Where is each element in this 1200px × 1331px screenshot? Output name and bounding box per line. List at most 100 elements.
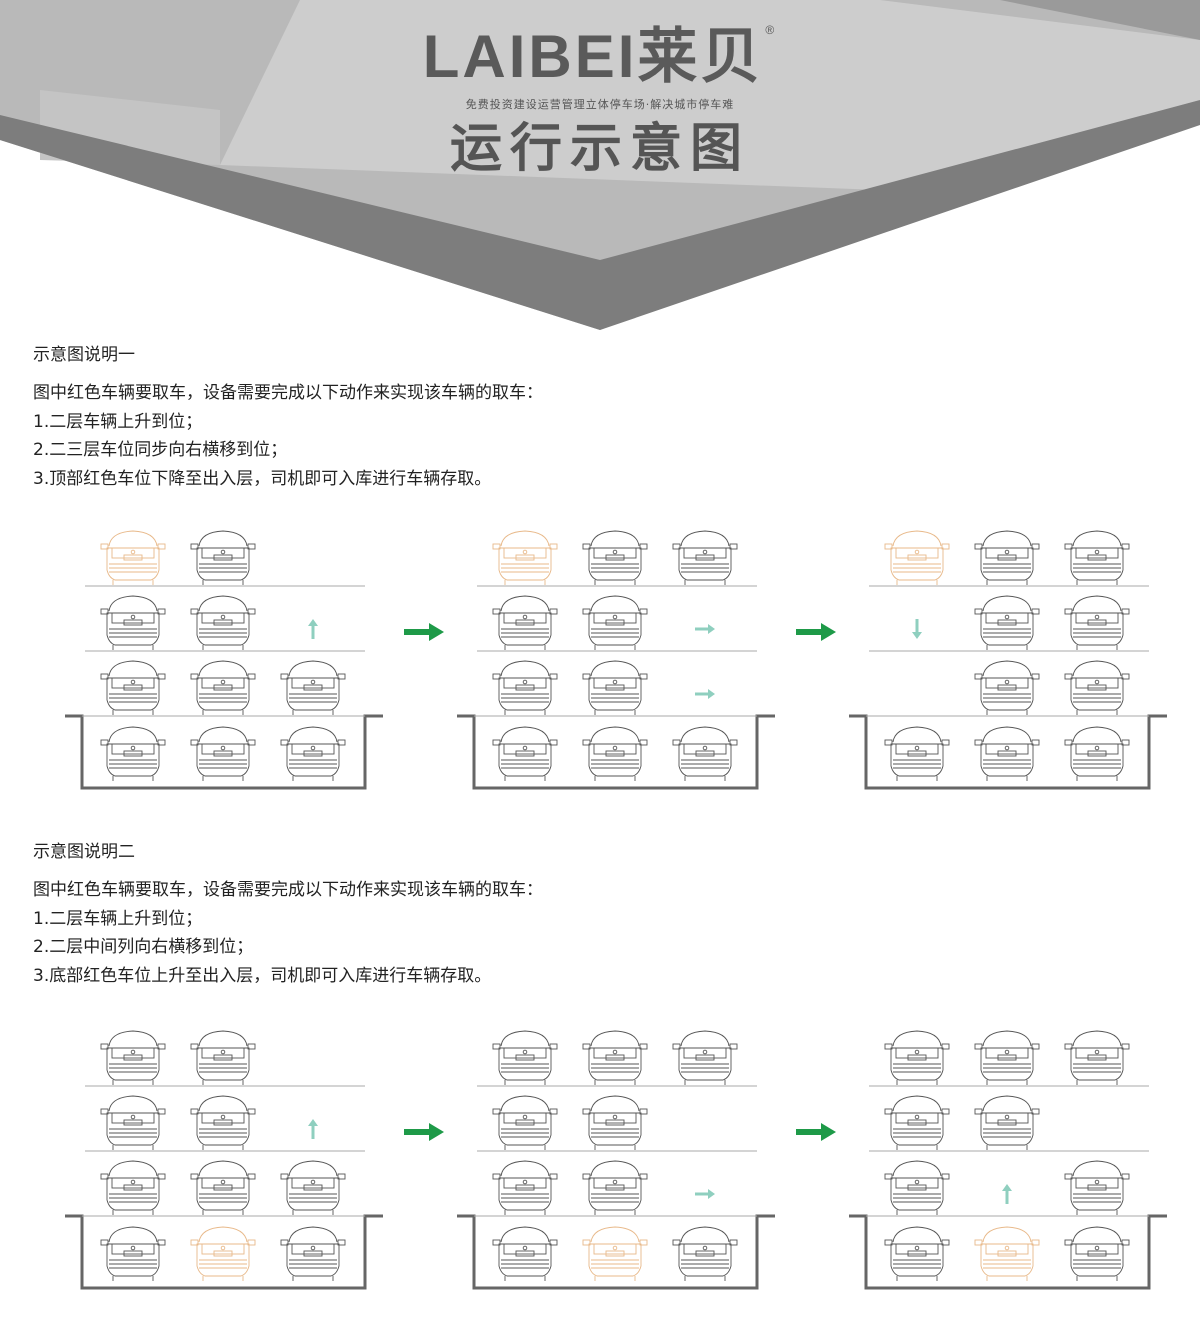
car [672, 530, 738, 585]
description-line: 图中红色车辆要取车，设备需要完成以下动作来实现该车辆的取车： [33, 383, 543, 403]
car [884, 1095, 950, 1150]
car [582, 1095, 648, 1150]
car [100, 595, 166, 650]
parking-diagram-1 [65, 530, 383, 790]
car [1064, 530, 1130, 585]
car [280, 1160, 346, 1215]
car [190, 1160, 256, 1215]
pit-outline [457, 714, 775, 790]
pit-outline [457, 1214, 775, 1290]
car [280, 1226, 346, 1281]
step-arrow-icon [404, 623, 444, 641]
target-car [884, 530, 950, 585]
car [1064, 1030, 1130, 1085]
target-car [582, 1226, 648, 1281]
car [884, 1160, 950, 1215]
car [884, 1030, 950, 1085]
car [672, 1030, 738, 1085]
car [582, 726, 648, 781]
brand-logo: LAIBEI莱贝® [422, 23, 778, 90]
car [190, 530, 256, 585]
arrow-right-icon [695, 624, 715, 634]
arrow-right-icon [695, 1189, 715, 1199]
car [1064, 1160, 1130, 1215]
car [974, 530, 1040, 585]
car [492, 660, 558, 715]
car [190, 595, 256, 650]
description-line: 图中红色车辆要取车，设备需要完成以下动作来实现该车辆的取车： [33, 880, 543, 900]
car [1064, 595, 1130, 650]
pit-outline [65, 714, 383, 790]
car [974, 726, 1040, 781]
step-line: 3.底部红色车位上升至出入层，司机即可入库进行车辆存取。 [33, 965, 492, 986]
step-line: 2.二层中间列向右横移到位； [33, 937, 254, 957]
car [582, 660, 648, 715]
pit-outline [65, 1214, 383, 1290]
car [100, 1226, 166, 1281]
car [672, 1226, 738, 1281]
section-1-text: 示意图说明一 图中红色车辆要取车，设备需要完成以下动作来实现该车辆的取车： 1.… [33, 341, 543, 493]
slogan: 免费投资建设运营管理立体停车场·解决城市停车难 [465, 98, 735, 111]
car [190, 1030, 256, 1085]
section-2-text: 示意图说明二 图中红色车辆要取车，设备需要完成以下动作来实现该车辆的取车： 1.… [33, 838, 543, 990]
step-line: 2.二三层车位同步向右横移到位； [33, 440, 288, 460]
car [492, 595, 558, 650]
car [974, 595, 1040, 650]
step-line: 1.二层车辆上升到位； [33, 908, 203, 929]
diagram-row-2 [65, 1030, 1167, 1290]
car [100, 660, 166, 715]
arrow-up-icon [308, 619, 318, 639]
car [492, 1030, 558, 1085]
car [492, 726, 558, 781]
section-heading: 示意图说明二 [33, 842, 135, 862]
car [582, 1030, 648, 1085]
car [280, 726, 346, 781]
header-background [0, 0, 1200, 330]
car [582, 1160, 648, 1215]
car [100, 726, 166, 781]
car [492, 1095, 558, 1150]
car [492, 1160, 558, 1215]
car [1064, 726, 1130, 781]
parking-diagram-3 [849, 1030, 1167, 1290]
car [1064, 1226, 1130, 1281]
step-arrow-icon [404, 1123, 444, 1141]
car [1064, 660, 1130, 715]
car [974, 1030, 1040, 1085]
arrow-right-icon [695, 689, 715, 699]
pit-outline [849, 1214, 1167, 1290]
car [672, 726, 738, 781]
pit-outline [849, 714, 1167, 790]
target-car [190, 1226, 256, 1281]
step-arrow-icon [796, 623, 836, 641]
car [100, 1030, 166, 1085]
parking-diagram-2 [457, 530, 775, 790]
arrow-down-icon [912, 619, 922, 639]
step-arrow-icon [796, 1123, 836, 1141]
car [280, 660, 346, 715]
target-car [974, 1226, 1040, 1281]
page-title: 运行示意图 [449, 119, 750, 179]
car [190, 726, 256, 781]
car [582, 595, 648, 650]
car [582, 530, 648, 585]
arrow-up-icon [1002, 1184, 1012, 1204]
step-line: 1.二层车辆上升到位； [33, 411, 203, 432]
section-heading: 示意图说明一 [33, 345, 135, 365]
car [100, 1160, 166, 1215]
parking-diagram-3 [849, 530, 1167, 790]
car [974, 1095, 1040, 1150]
parking-diagram-1 [65, 1030, 383, 1290]
car [100, 1095, 166, 1150]
arrow-up-icon [308, 1119, 318, 1139]
car [190, 1095, 256, 1150]
parking-diagram-2 [457, 1030, 775, 1290]
car [884, 1226, 950, 1281]
car [492, 1226, 558, 1281]
car [884, 726, 950, 781]
car [974, 660, 1040, 715]
step-line: 3.顶部红色车位下降至出入层，司机即可入库进行车辆存取。 [33, 468, 492, 489]
car [190, 660, 256, 715]
target-car [100, 530, 166, 585]
